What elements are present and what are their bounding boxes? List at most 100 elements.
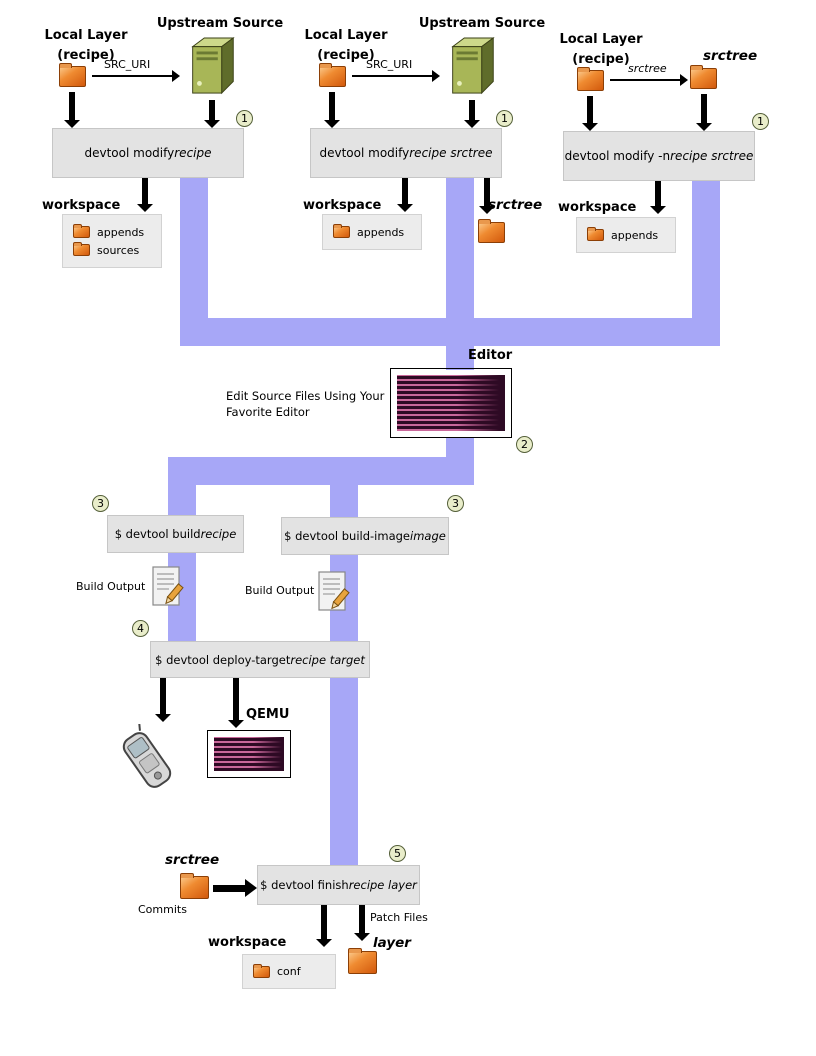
workspace-label: workspace [208, 935, 287, 950]
local-layer-heading: Local Layer (recipe) [290, 26, 402, 65]
cmd-text: devtool modify -n [564, 149, 671, 163]
folder-label: appends [97, 225, 145, 239]
folder-icon [690, 65, 717, 89]
editor-title: Editor [468, 348, 513, 363]
cmd-text: $ devtool finish [260, 878, 349, 892]
cmd-devtool-deploy-target: $ devtool deploy-target recipe target [150, 641, 370, 678]
layer-title: layer [373, 935, 411, 951]
cmd-text: devtool modify [319, 146, 410, 160]
arrow-right-icon [352, 70, 440, 82]
cmd-text: $ devtool deploy-target [155, 652, 291, 667]
folder-icon [73, 242, 90, 256]
build-output-doc-icon [152, 566, 184, 606]
cmd-arg: recipe srctree [409, 146, 493, 160]
local-layer-subtitle: (recipe) [317, 47, 375, 63]
cmd-arg: recipe [174, 146, 212, 160]
step-badge-3: 3 [92, 495, 109, 512]
folder-label: conf [277, 965, 301, 978]
folder-icon [478, 219, 505, 243]
arrow-right-icon [610, 74, 688, 86]
workspace-folder-row: appends [587, 227, 675, 242]
srctree-title: srctree [703, 48, 758, 64]
workspace-label: workspace [42, 198, 121, 213]
local-layer-heading: Local Layer (recipe) [30, 26, 142, 65]
local-layer-title: Local Layer [44, 28, 128, 43]
cmd-arg: recipe layer [348, 878, 417, 892]
arrow-down-icon [582, 96, 598, 131]
step-badge-2: 2 [516, 436, 533, 453]
step-badge-1: 1 [236, 110, 253, 127]
folder-icon [333, 224, 350, 238]
cmd-devtool-modify: devtool modify recipe [52, 128, 244, 178]
src-uri-label: SRC_URI [366, 58, 413, 71]
editor-terminal-screenshot [390, 368, 512, 438]
cmd-devtool-build: $ devtool build recipe [107, 515, 244, 553]
workspace-folder-row: appends [333, 224, 421, 239]
folder-icon [59, 63, 86, 87]
arrow-down-icon [155, 678, 171, 722]
arrow-down-icon [204, 100, 220, 128]
arrow-down-icon [479, 178, 495, 214]
folder-label: appends [611, 228, 659, 242]
cmd-devtool-build-image: $ devtool build-image image [281, 517, 449, 555]
build-output-doc-icon [318, 571, 350, 611]
step-badge-1: 1 [752, 113, 769, 130]
qemu-terminal-screenshot [207, 730, 291, 778]
qemu-title: QEMU [246, 707, 290, 722]
workspace-box: conf [242, 954, 336, 989]
step-badge-1: 1 [496, 110, 513, 127]
arrow-down-icon [650, 181, 666, 214]
cmd-arg: recipe [200, 527, 237, 541]
workspace-box: appends [576, 217, 676, 253]
server-icon [191, 37, 235, 95]
workspace-label: workspace [303, 198, 382, 213]
folder-icon [253, 963, 270, 978]
editor-caption: Edit Source Files Using Your Favorite Ed… [226, 389, 385, 420]
cmd-text: devtool modify [84, 146, 175, 160]
cmd-devtool-finish: $ devtool finish recipe layer [257, 865, 420, 905]
build-output-label: Build Output [245, 584, 315, 597]
folder-label: appends [357, 225, 405, 239]
target-device-phone-icon [122, 724, 172, 788]
arrow-down-icon [696, 94, 712, 131]
folder-icon [73, 224, 90, 238]
cmd-text: $ devtool build [114, 527, 201, 541]
arrow-down-icon [137, 178, 153, 212]
cmd-arg: image [410, 529, 446, 543]
local-layer-heading: Local Layer (recipe) [545, 30, 657, 69]
commits-label: Commits [138, 903, 187, 916]
arrow-down-icon [316, 905, 332, 947]
src-uri-label: SRC_URI [104, 58, 151, 71]
patch-files-label: Patch Files [370, 911, 428, 924]
folder-icon [180, 873, 209, 899]
local-layer-subtitle: (recipe) [572, 51, 630, 67]
arrow-down-icon [64, 92, 80, 128]
local-layer-title: Local Layer [304, 28, 388, 43]
build-output-label: Build Output [76, 580, 146, 593]
connector-band [180, 318, 720, 346]
arrow-right-icon [92, 70, 180, 82]
srctree-title: srctree [165, 852, 220, 868]
cmd-arg: recipe srctree [670, 149, 754, 163]
server-icon [451, 37, 495, 95]
arrow-down-icon [397, 178, 413, 212]
local-layer-title: Local Layer [559, 32, 643, 47]
workspace-label: workspace [558, 200, 637, 215]
folder-icon [319, 63, 346, 87]
upstream-source-title: Upstream Source [418, 16, 546, 31]
arrow-right-icon [213, 879, 257, 897]
connector-band [168, 457, 474, 485]
arrow-down-icon [354, 905, 370, 941]
folder-label: sources [97, 243, 140, 257]
srctree-title: srctree [488, 197, 543, 213]
workspace-folder-row: appends [73, 224, 161, 239]
upstream-source-title: Upstream Source [156, 16, 284, 31]
cmd-text: $ devtool build-image [284, 529, 410, 543]
arrow-down-icon [228, 678, 244, 728]
step-badge-4: 4 [132, 620, 149, 637]
arrow-down-icon [324, 92, 340, 128]
step-badge-5: 5 [389, 845, 406, 862]
folder-icon [587, 227, 604, 241]
folder-icon [348, 948, 377, 974]
